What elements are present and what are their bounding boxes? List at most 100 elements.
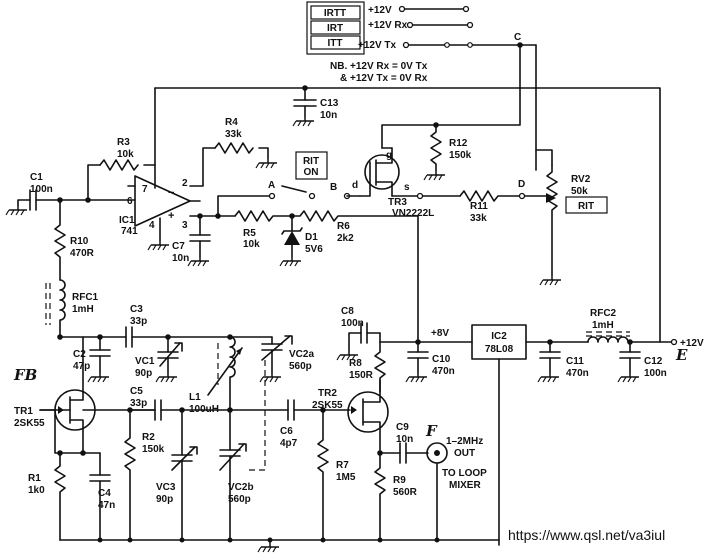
control-row-irt: IRT — [327, 23, 343, 34]
pin-g: g — [386, 150, 392, 161]
output-freq: 1–2MHz — [446, 436, 483, 447]
l1-inductor — [229, 336, 236, 413]
tr2-jfet — [347, 391, 389, 433]
vc2b-value: 560p — [228, 494, 251, 505]
r8-ref: R8 — [349, 358, 362, 369]
rfc2-inductor — [587, 336, 661, 343]
r3-value: 10k — [117, 149, 134, 160]
tr1-ref: TR1 — [14, 406, 33, 417]
d1-value: 5V6 — [305, 244, 323, 255]
node-e: E — [675, 346, 688, 364]
vc3-value: 90p — [156, 494, 173, 505]
node-b: B — [330, 182, 337, 193]
tr2-value: 2SK55 — [312, 400, 343, 411]
c13-ref: C13 — [320, 98, 339, 109]
r5-ref: R5 — [243, 228, 256, 239]
r8-value: 150R — [349, 370, 374, 381]
r6-value: 2k2 — [337, 233, 354, 244]
r5-value: 10k — [243, 239, 260, 250]
node-fb: FB — [13, 366, 37, 384]
l1-ref: L1 — [189, 392, 201, 403]
c12-ref: C12 — [644, 356, 663, 367]
r1-value: 1k0 — [28, 485, 45, 496]
tr3-value: VN2222L — [392, 208, 434, 219]
tr1-value: 2SK55 — [14, 418, 45, 429]
rail-label-12v: +12V — [368, 5, 392, 16]
rit-control-box — [565, 196, 608, 214]
control-row-irtt: IRTT — [324, 8, 346, 19]
output-out: OUT — [454, 448, 475, 459]
r1-ref: R1 — [28, 473, 41, 484]
c2-value: 47p — [73, 361, 90, 372]
tr3-mosfet — [364, 154, 400, 190]
r11-ref: R11 — [470, 201, 488, 212]
c3-value: 33p — [130, 316, 147, 327]
rail-label-12v-rx: +12V Rx — [368, 20, 408, 31]
r12-value: 150k — [449, 150, 472, 161]
ic1-opamp — [134, 175, 191, 227]
diode-d1 — [284, 231, 300, 245]
node-d: D — [518, 179, 525, 190]
opamp-plus: + — [168, 210, 174, 222]
pin-6: 6 — [127, 196, 133, 207]
r9-value: 560R — [393, 487, 418, 498]
ic2-ref: IC2 — [491, 331, 507, 342]
rv2-ref: RV2 — [571, 174, 591, 185]
vc3-ref: VC3 — [156, 482, 176, 493]
rfc1-inductor — [59, 279, 66, 338]
pin-2: 2 — [182, 178, 188, 189]
pin-7: 7 — [142, 184, 148, 195]
c6-value: 4p7 — [280, 438, 298, 449]
c7-value: 10n — [172, 253, 189, 264]
output-dest-1: TO LOOP — [442, 468, 487, 479]
vc2a-ref: VC2a — [289, 349, 314, 360]
pin-3: 3 — [182, 220, 188, 231]
pin-s: s — [404, 182, 410, 193]
ic1-value: 741 — [121, 226, 138, 237]
r7-ref: R7 — [336, 460, 349, 471]
r3-ref: R3 — [117, 137, 130, 148]
ic1-ref: IC1 — [119, 215, 135, 226]
r4-ref: R4 — [225, 117, 238, 128]
pin-4: 4 — [149, 220, 155, 231]
node-d-small: d — [352, 180, 358, 191]
tr3-ref: TR3 — [388, 197, 407, 208]
c8-value: 100n — [341, 318, 364, 329]
c11-ref: C11 — [566, 356, 584, 367]
r10-value: 470R — [70, 248, 95, 259]
r2-value: 150k — [142, 444, 165, 455]
c9-ref: C9 — [396, 422, 409, 433]
c4-value: 47n — [98, 500, 115, 511]
r11-value: 33k — [470, 213, 487, 224]
output-dest-2: MIXER — [449, 480, 481, 491]
ic2-value: 78L08 — [485, 344, 514, 355]
r6-ref: R6 — [337, 221, 350, 232]
c1-ref: C1 — [30, 172, 43, 183]
rfc2-value: 1mH — [592, 320, 614, 331]
rit-switch-on: ON — [304, 167, 319, 178]
r12-ref: R12 — [449, 138, 468, 149]
c2-ref: C2 — [73, 349, 86, 360]
c9-value: 10n — [396, 434, 413, 445]
watermark-url: https://www.qsl.net/va3iul — [508, 527, 665, 543]
node-f: F — [425, 422, 438, 440]
c3-ref: C3 — [130, 304, 143, 315]
c10-ref: C10 — [432, 354, 451, 365]
c1-value: 100n — [30, 184, 53, 195]
note-line-2: & +12V Tx = 0V Rx — [340, 73, 428, 84]
c5-ref: C5 — [130, 386, 143, 397]
rit-switch-box — [295, 151, 328, 180]
node-c: C — [514, 32, 521, 43]
vc1-value: 90p — [135, 368, 152, 379]
rfc1-ref: RFC1 — [72, 292, 99, 303]
c5-value: 33p — [130, 398, 147, 409]
node-a: A — [268, 180, 275, 191]
vc2b-ref: VC2b — [228, 482, 254, 493]
rit-switch-label: RIT — [303, 156, 319, 167]
c13-value: 10n — [320, 110, 337, 121]
control-box: IRTT IRT ITT — [306, 1, 365, 55]
r7-value: 1M5 — [336, 472, 356, 483]
c7-ref: C7 — [172, 241, 185, 252]
rail-label-12v-input: +12V — [680, 338, 704, 349]
rfc1-value: 1mH — [72, 304, 94, 315]
